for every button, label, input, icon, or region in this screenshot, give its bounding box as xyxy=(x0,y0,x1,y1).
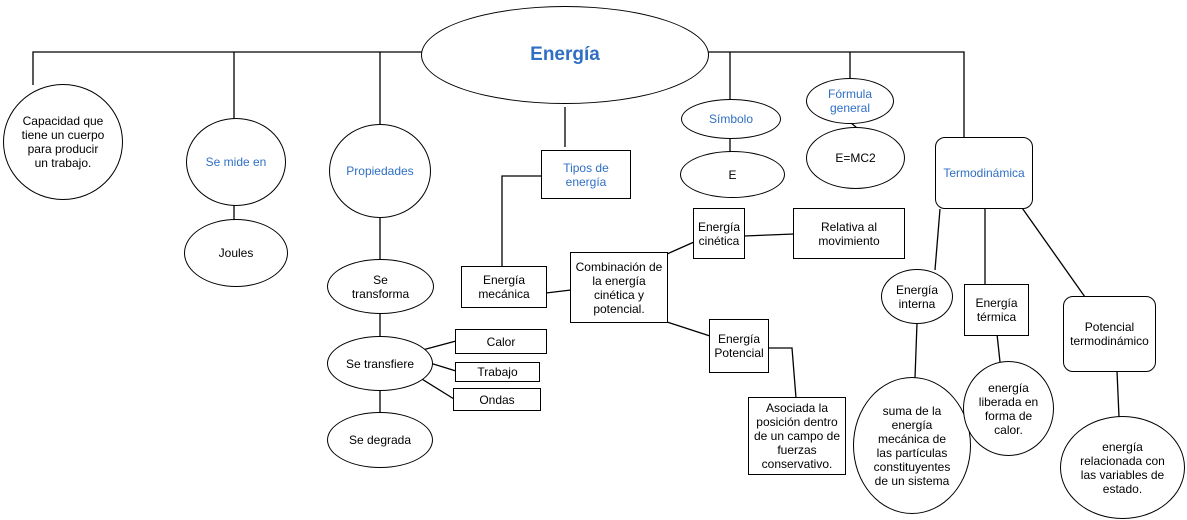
connector-line xyxy=(1116,370,1120,418)
connector-line xyxy=(545,289,572,294)
node-asociada-posicion: Asociada la posición dentro de un campo … xyxy=(748,397,846,475)
node-simbolo: Símbolo xyxy=(681,99,781,139)
node-energia-interna: Energía interna xyxy=(881,269,953,324)
node-energia-cinetica: Energía cinética xyxy=(693,208,745,259)
node-se-transfiere: Se transfiere xyxy=(327,336,433,391)
connector-line xyxy=(1019,204,1086,298)
node-ondas: Ondas xyxy=(453,388,541,411)
node-trabajo: Trabajo xyxy=(455,362,540,382)
connector-line xyxy=(934,208,941,271)
node-propiedades: Propiedades xyxy=(329,124,431,218)
node-tipos-de-energia: Tipos de energía xyxy=(541,150,631,199)
node-calor: Calor xyxy=(455,329,547,354)
node-emc2: E=MC2 xyxy=(806,127,905,189)
node-se-transforma: Se transforma xyxy=(327,259,434,314)
node-energia-relacionada: energía relacionada con las variables de… xyxy=(1060,416,1185,519)
node-relativa-al-movimiento: Relativa al movimiento xyxy=(793,208,905,259)
connector-line xyxy=(416,375,455,400)
node-combinacion: Combinación de la energía cinética y pot… xyxy=(570,252,668,323)
node-energia-liberada: energía liberada en forma de calor. xyxy=(963,361,1054,456)
node-e: E xyxy=(680,151,785,198)
node-energia-termica: Energía térmica xyxy=(964,284,1029,336)
node-termodinamica: Termodinámica xyxy=(935,137,1033,209)
node-capacidad: Capacidad que tiene un cuerpo para produ… xyxy=(3,84,123,200)
root-node-energia: Energía xyxy=(421,6,709,104)
connector-line xyxy=(996,333,1001,363)
node-suma-energia: suma de la energía mecánica de las partí… xyxy=(853,377,971,514)
connector-line xyxy=(743,233,795,237)
connector-line xyxy=(32,51,422,85)
node-energia-mecanica: Energía mecánica xyxy=(461,266,547,308)
connector-line xyxy=(914,322,918,379)
connector-line xyxy=(666,321,711,337)
node-formula-general: Fórmula general xyxy=(806,78,894,124)
node-joules: Joules xyxy=(184,219,288,287)
node-se-degrada: Se degrada xyxy=(327,412,433,468)
node-energia-potencial: Energía Potencial xyxy=(709,319,769,373)
node-potencial-termodinamico: Potencial termodinámico xyxy=(1063,296,1156,372)
connector-line xyxy=(666,241,695,255)
connector-line xyxy=(429,362,457,372)
connector-line xyxy=(708,51,965,138)
connector-line xyxy=(768,347,797,399)
node-se-mide-en: Se mide en xyxy=(186,118,286,206)
connector-line xyxy=(501,175,542,266)
